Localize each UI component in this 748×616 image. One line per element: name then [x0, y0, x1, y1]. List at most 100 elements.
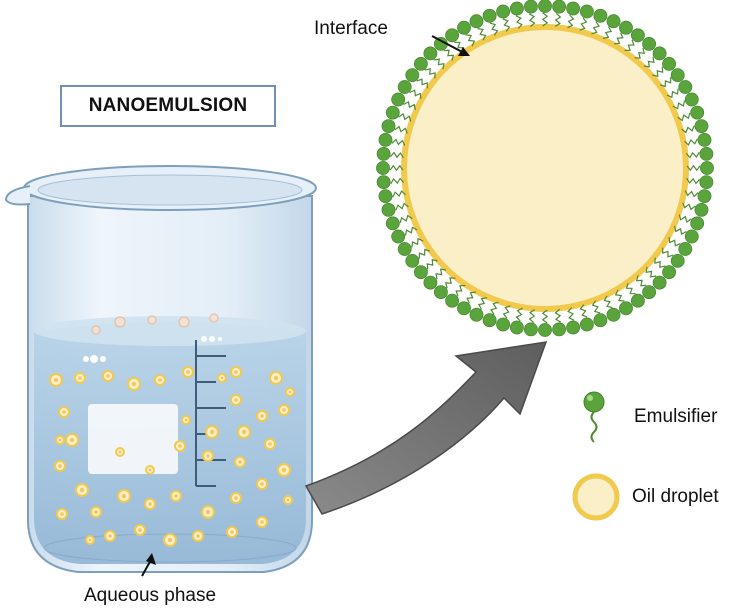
emulsifier-molecule	[591, 300, 608, 328]
emulsifier-molecule	[405, 248, 431, 268]
small-oil-droplet	[256, 516, 268, 528]
emulsifier-molecule	[376, 161, 404, 175]
aqueous-phase-label: Aqueous phase	[84, 585, 217, 606]
emulsifier-molecule	[552, 308, 566, 337]
emulsifier-molecule	[677, 105, 705, 122]
emulsifier-molecule	[666, 80, 693, 99]
emulsifier-molecule	[524, 309, 538, 337]
small-oil-droplet	[117, 489, 131, 503]
emulsifier-layer	[376, 0, 714, 337]
emulsifier-molecule	[654, 257, 676, 279]
diagram-title: NANOEMULSION	[88, 95, 248, 116]
small-oil-droplet	[230, 366, 242, 378]
small-oil-droplet	[230, 492, 242, 504]
emulsifier-molecule	[552, 0, 566, 27]
emulsifier-molecule	[579, 4, 594, 31]
title-box: NANOEMULSION	[60, 85, 276, 127]
small-oil-droplet	[102, 370, 114, 382]
liquid-surface	[34, 316, 306, 346]
emulsifier-molecule	[624, 28, 645, 51]
small-oil-droplet	[90, 506, 102, 518]
emulsifier-molecule	[614, 20, 633, 45]
emulsifier-molecule	[686, 161, 714, 175]
small-oil-droplet	[114, 316, 126, 328]
emulsifier-molecule	[385, 105, 412, 122]
emulsifier-molecule	[685, 146, 714, 161]
oil-droplet-cross-section	[376, 0, 714, 337]
small-oil-droplet	[285, 387, 295, 397]
emulsifier-molecule	[378, 132, 406, 147]
small-oil-droplet	[237, 425, 251, 439]
small-oil-droplet	[91, 325, 101, 335]
small-oil-droplet	[49, 373, 63, 387]
emulsifier-molecule	[457, 20, 476, 47]
emulsifier-molecule	[643, 46, 667, 68]
emulsifier-molecule	[591, 8, 608, 35]
small-oil-droplet	[65, 433, 79, 447]
emulsifier-molecule	[482, 8, 499, 36]
emulsifier-icon	[583, 391, 605, 443]
emulsifier-molecule	[635, 275, 656, 299]
emulsifier-molecule	[496, 305, 511, 332]
beaker-spout	[4, 185, 31, 206]
beaker-droplets	[49, 313, 295, 547]
small-oil-droplet	[154, 374, 166, 386]
small-oil-droplet	[269, 371, 283, 385]
small-oil-droplet	[234, 456, 246, 468]
small-oil-droplet	[182, 366, 194, 378]
small-oil-droplet	[115, 447, 125, 457]
small-oil-droplet	[256, 410, 268, 422]
aqueous-phase-pointer	[141, 553, 156, 577]
emulsifier-molecule	[686, 175, 714, 189]
small-oil-droplet	[277, 463, 291, 477]
emulsifier-molecule	[684, 189, 712, 203]
emulsifier-molecule	[496, 4, 511, 32]
small-oil-droplet	[147, 315, 157, 325]
small-oil-droplet	[217, 373, 227, 383]
emulsifier-molecule	[433, 277, 456, 299]
small-oil-droplet	[283, 495, 293, 505]
oil-droplet-icon	[572, 473, 620, 521]
beaker	[4, 165, 317, 573]
emulsifier-molecule	[672, 92, 699, 110]
emulsifier-molecule	[510, 307, 524, 335]
beaker-rim-inner	[37, 174, 303, 206]
emulsifier-molecule	[397, 237, 424, 256]
emulsifier-molecule	[668, 237, 693, 256]
legend-emulsifier-label: Emulsifier	[634, 406, 718, 427]
small-oil-droplet	[74, 372, 86, 384]
small-oil-droplet	[75, 483, 89, 497]
small-oil-droplet	[170, 490, 182, 502]
emulsifier-molecule	[538, 0, 552, 27]
emulsifier-molecule	[445, 285, 466, 308]
small-oil-droplet	[145, 465, 155, 475]
emulsifier-molecule	[579, 304, 594, 332]
emulsifier-molecule	[376, 146, 404, 161]
emulsifier-molecule	[378, 189, 406, 203]
bubbles	[83, 336, 222, 363]
emulsifier-molecule	[413, 57, 436, 79]
small-oil-droplet	[256, 478, 268, 490]
emulsifier-molecule	[413, 258, 438, 279]
emulsifier-molecule	[376, 175, 405, 189]
small-oil-droplet	[178, 316, 190, 328]
small-oil-droplet	[192, 530, 204, 542]
emulsifier-molecule	[445, 28, 465, 54]
emulsifier-molecule	[684, 132, 712, 147]
emulsifier-molecule	[423, 46, 445, 70]
emulsifier-molecule	[385, 214, 413, 231]
emulsifier-molecule	[659, 68, 685, 88]
emulsifier-molecule	[678, 214, 705, 231]
small-oil-droplet	[202, 450, 214, 462]
oil-core	[404, 27, 686, 309]
emulsifier-molecule	[614, 289, 633, 316]
small-oil-droplet	[55, 435, 65, 445]
small-oil-droplet	[54, 460, 66, 472]
emulsifier-molecule	[391, 226, 418, 244]
small-oil-droplet	[58, 406, 70, 418]
emulsifier-molecule	[381, 202, 409, 217]
emulsifier-molecule	[674, 225, 699, 244]
emulsifier-molecule	[423, 268, 447, 290]
emulsifier-molecule	[652, 57, 676, 78]
emulsifier-molecule	[662, 247, 685, 268]
